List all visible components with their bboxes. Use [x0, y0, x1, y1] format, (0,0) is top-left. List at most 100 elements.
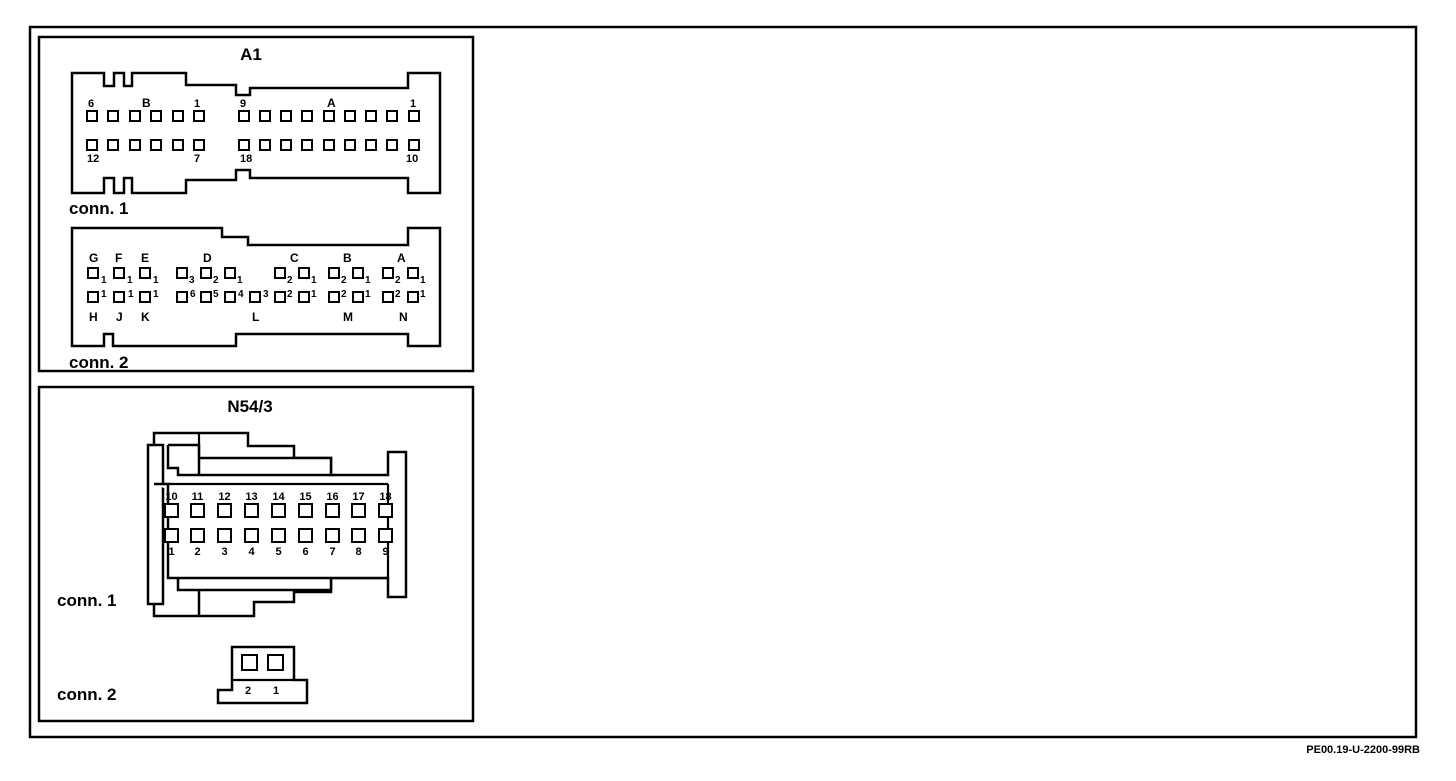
- a1-conn1-pin-top-a5: [323, 110, 335, 122]
- n54-conn1-top-label-15: 15: [299, 491, 311, 503]
- a1-conn2-sup-4: 4: [238, 289, 244, 300]
- a1-conn2-pin-top-6: [224, 267, 236, 279]
- a1-conn2-sup-L3: 3: [263, 289, 269, 300]
- a1-conn2-sub-A1: 1: [420, 275, 426, 286]
- n54-conn1-pin-11: [190, 503, 205, 518]
- a1-conn1-pin-bottom-2: [107, 139, 119, 151]
- a1-conn1-pin-bottom-6: [193, 139, 205, 151]
- n54-conn1-pin-4: [244, 528, 259, 543]
- n54-conn1-pin-7: [325, 528, 340, 543]
- a1-conn1-pin-bottom-a4: [301, 139, 313, 151]
- a1-conn2-housing: [70, 226, 442, 348]
- a1-conn2-sup-M2: 2: [341, 289, 347, 300]
- a1-conn2-letter-N: N: [399, 310, 408, 324]
- a1-conn1-pin-bottom-4: [150, 139, 162, 151]
- n54-conn2-pin-label-2: 2: [245, 685, 251, 697]
- n54-panel-border: [37, 385, 475, 723]
- a1-title: A1: [240, 45, 262, 64]
- a1-conn1-top-label-1b: 1: [194, 98, 200, 110]
- n54-conn2-pin-2: [241, 654, 258, 671]
- a1-conn1-pin-top-1: [86, 110, 98, 122]
- a1-conn1-pin-bottom-a6: [344, 139, 356, 151]
- n54-title: N54/3: [227, 397, 272, 416]
- a1-conn1-pin-bottom-a7: [365, 139, 377, 151]
- a1-conn2-pin-bottom-3: [139, 291, 151, 303]
- a1-conn1-bottom-label-10: 10: [406, 153, 418, 165]
- a1-conn2-letter-B: B: [343, 251, 352, 265]
- a1-conn1-pin-top-a7: [365, 110, 377, 122]
- a1-conn2-label: conn. 2: [69, 353, 129, 372]
- a1-conn2-pin-top-2: [113, 267, 125, 279]
- a1-conn2-pin-top-5: [200, 267, 212, 279]
- a1-conn2-pin-bottom-8: [274, 291, 286, 303]
- n54-conn2-housing: [216, 645, 309, 705]
- a1-conn1-pin-bottom-3: [129, 139, 141, 151]
- n54-conn1-pin-12: [217, 503, 232, 518]
- n54-conn1-bottom-label-8: 8: [355, 546, 361, 558]
- n54-conn1-bottom-label-3: 3: [221, 546, 227, 558]
- a1-conn1-pin-top-a9: [408, 110, 420, 122]
- a1-conn2-sub-A2: 2: [395, 275, 401, 286]
- n54-conn2-pin-1: [267, 654, 284, 671]
- n54-conn1-pin-17: [351, 503, 366, 518]
- a1-conn1-pins: [86, 110, 420, 151]
- a1-conn1-pin-top-a4: [301, 110, 313, 122]
- a1-conn1-housing: [70, 71, 442, 195]
- n54-conn1-pin-3: [217, 528, 232, 543]
- a1-conn2-sub-B2: 2: [341, 275, 347, 286]
- a1-conn1-pin-top-a6: [344, 110, 356, 122]
- a1-conn2-pin-top-7: [274, 267, 286, 279]
- a1-conn2-sup-6: 6: [190, 289, 196, 300]
- a1-conn1-pin-bottom-1: [86, 139, 98, 151]
- a1-conn2-sup-5: 5: [213, 289, 219, 300]
- a1-conn1-pin-bottom-a9: [408, 139, 420, 151]
- a1-conn1-label: conn. 1: [69, 199, 129, 218]
- a1-conn1-pin-top-a8: [386, 110, 398, 122]
- n54-conn1-pin-5: [271, 528, 286, 543]
- outer-frame: [28, 25, 1418, 739]
- a1-conn2-pin-bottom-11: [352, 291, 364, 303]
- a1-conn2-sub-B1: 1: [365, 275, 371, 286]
- a1-conn2-pins: [87, 267, 419, 303]
- a1-conn2-pin-bottom-9: [298, 291, 310, 303]
- n54-conn1-pin-15: [298, 503, 313, 518]
- n54-conn1-bottom-label-9: 9: [382, 546, 388, 558]
- a1-conn1-pin-top-4: [150, 110, 162, 122]
- a1-conn2-pin-top-8: [298, 267, 310, 279]
- n54-conn1-pin-2: [190, 528, 205, 543]
- n54-conn1-top-label-14: 14: [272, 491, 285, 503]
- n54-conn1-top-label-17: 17: [352, 491, 364, 503]
- a1-panel-border: [37, 35, 475, 373]
- a1-conn2-sup-L1: 1: [311, 289, 317, 300]
- a1-conn1-top-label-6: 6: [88, 98, 94, 110]
- a1-conn1-pin-bottom-a1: [238, 139, 250, 151]
- a1-conn2-pin-bottom-13: [407, 291, 419, 303]
- n54-conn1-top-label-12: 12: [218, 491, 230, 503]
- a1-conn1-top-label-9: 9: [240, 98, 246, 110]
- a1-conn1-top-label-1a: 1: [410, 98, 416, 110]
- a1-conn1-pin-bottom-5: [172, 139, 184, 151]
- a1-conn2-sup-K1: 1: [153, 289, 159, 300]
- a1-conn1-pin-bottom-a8: [386, 139, 398, 151]
- a1-conn2-pin-top-1: [87, 267, 99, 279]
- a1-conn1-pin-top-a2: [259, 110, 271, 122]
- a1-conn2-sub-G1: 1: [101, 275, 107, 286]
- a1-conn2-sup-M1: 1: [365, 289, 371, 300]
- a1-conn2-sub-D3: 3: [189, 275, 195, 286]
- a1-conn2-pin-top-3: [139, 267, 151, 279]
- a1-conn2-letter-A: A: [397, 251, 406, 265]
- n54-conn1-bottom-label-7: 7: [329, 546, 335, 558]
- a1-conn2-letter-E: E: [141, 251, 149, 265]
- a1-conn2-pin-bottom-6: [224, 291, 236, 303]
- a1-conn2-pin-top-4: [176, 267, 188, 279]
- a1-conn2-pin-top-10: [352, 267, 364, 279]
- n54-conn1-top-label-16: 16: [326, 491, 338, 503]
- a1-conn2-pin-bottom-2: [113, 291, 125, 303]
- n54-conn2-label: conn. 2: [57, 685, 117, 704]
- a1-conn2-sub-D1: 1: [237, 275, 243, 286]
- a1-conn2-pin-bottom-4: [176, 291, 188, 303]
- n54-conn1-bottom-label-1: 1: [168, 546, 174, 558]
- a1-conn1-pin-bottom-a5: [323, 139, 335, 151]
- a1-conn1-bottom-label-12: 12: [87, 153, 99, 165]
- a1-conn2-sub-F1: 1: [127, 275, 133, 286]
